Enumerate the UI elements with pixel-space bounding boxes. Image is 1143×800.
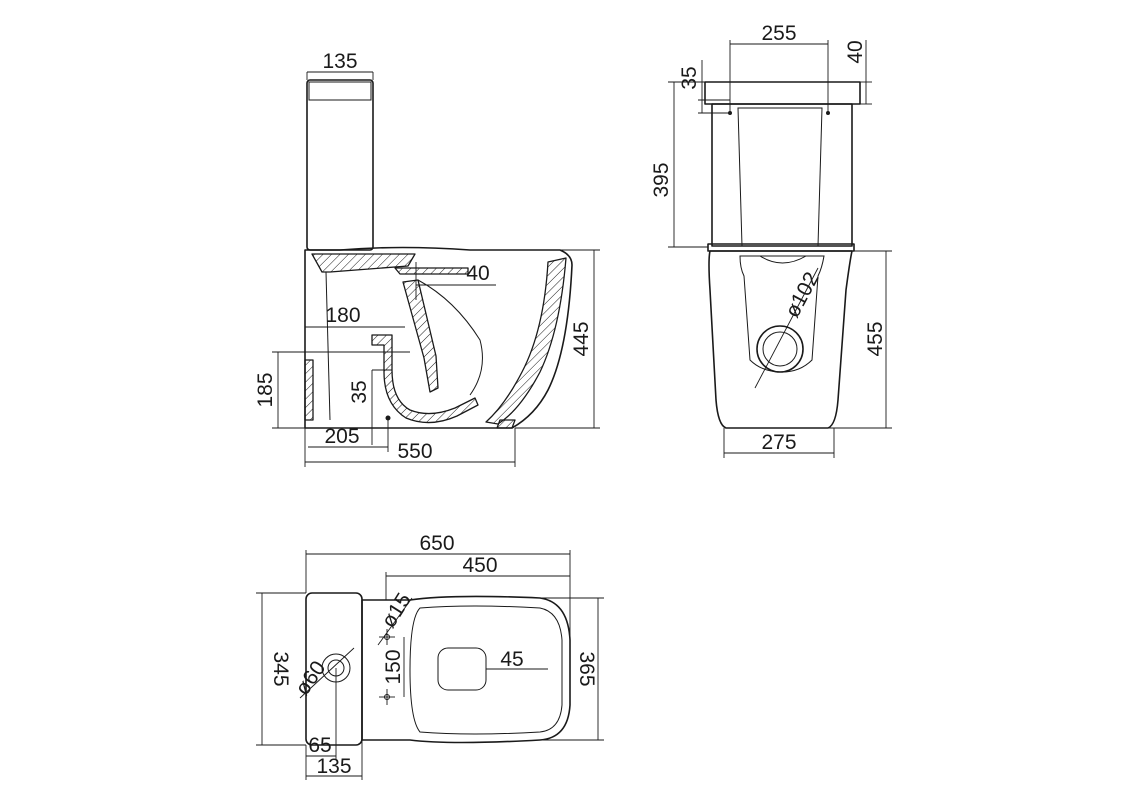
front-cistern-body: [711, 103, 853, 247]
dim-side-small: 35: [348, 380, 371, 403]
side-rear-wall: [325, 271, 331, 421]
side-trap-bend-section: [371, 334, 479, 424]
dim-side-total-height: 445: [570, 321, 593, 356]
front-rim-line: [759, 255, 807, 264]
dim-front-hole-offset: 35: [678, 66, 701, 89]
dim-top-waste-offset: 65: [308, 734, 331, 757]
side-view: 135 40 180 445 185 35 205 550: [254, 50, 600, 467]
dim-side-length: 550: [397, 440, 432, 463]
dim-line: [754, 267, 819, 389]
dim-top-tank-width: 345: [269, 651, 292, 686]
dim-top-total-length: 650: [419, 532, 454, 555]
dim-front-top-depth: 40: [844, 40, 867, 63]
dim-side-tank-depth: 135: [322, 50, 357, 73]
dim-top-fixing-spacing: 150: [382, 649, 405, 684]
side-cistern: [306, 79, 374, 251]
dim-top-tank-depth: 135: [316, 755, 351, 778]
dim-top-pan-length: 450: [462, 554, 497, 577]
dim-line: [299, 647, 355, 699]
front-outlet-inner: [762, 331, 798, 367]
dim-front-pan-height: 455: [864, 321, 887, 356]
dim-top-pan-width: 365: [575, 651, 598, 686]
top-bowl-opening: [437, 647, 487, 691]
dim-front-outlet-diameter: ø102: [781, 268, 824, 321]
dim-top-opening-offset: 45: [500, 648, 523, 671]
side-inner-bowl-section: [485, 257, 567, 425]
front-view: 255 40 35 395 ø102 455 275: [650, 22, 892, 458]
side-cistern-lid: [308, 81, 372, 101]
side-bowl-curve: [417, 279, 483, 396]
dim-front-base-width: 275: [761, 431, 796, 454]
dim-line: [377, 597, 413, 646]
side-rim-section: [311, 253, 416, 273]
dim-top-fixing-diameter: ø15: [377, 589, 416, 632]
side-wall-stub: [304, 359, 314, 421]
front-cistern-base: [707, 243, 855, 252]
side-foot-section: [496, 419, 516, 429]
dim-side-inlet-offset: 40: [466, 262, 489, 285]
top-view: 650 450 345 365 ø15 150 45 ø60 65: [256, 532, 604, 780]
front-cistern-top: [704, 81, 861, 105]
side-fixing-point: [385, 415, 391, 421]
dim-side-outlet-centre: 185: [254, 372, 277, 407]
dim-front-hole-spacing: 255: [761, 22, 796, 45]
dim-front-tank-height: 395: [650, 162, 673, 197]
top-seat-ring: [409, 605, 563, 735]
top-pan-outline: [361, 595, 571, 744]
front-outlet-outer: [756, 325, 804, 373]
dim-top-waste-diameter: ø60: [291, 657, 331, 700]
side-inlet-section: [394, 267, 469, 275]
side-trapway-section: [402, 279, 439, 393]
side-pan-outline: [304, 246, 573, 429]
front-cistern-inner: [737, 107, 823, 247]
dim-side-outlet-from-wall: 205: [324, 425, 359, 448]
dim-side-outlet-height: 180: [325, 304, 360, 327]
